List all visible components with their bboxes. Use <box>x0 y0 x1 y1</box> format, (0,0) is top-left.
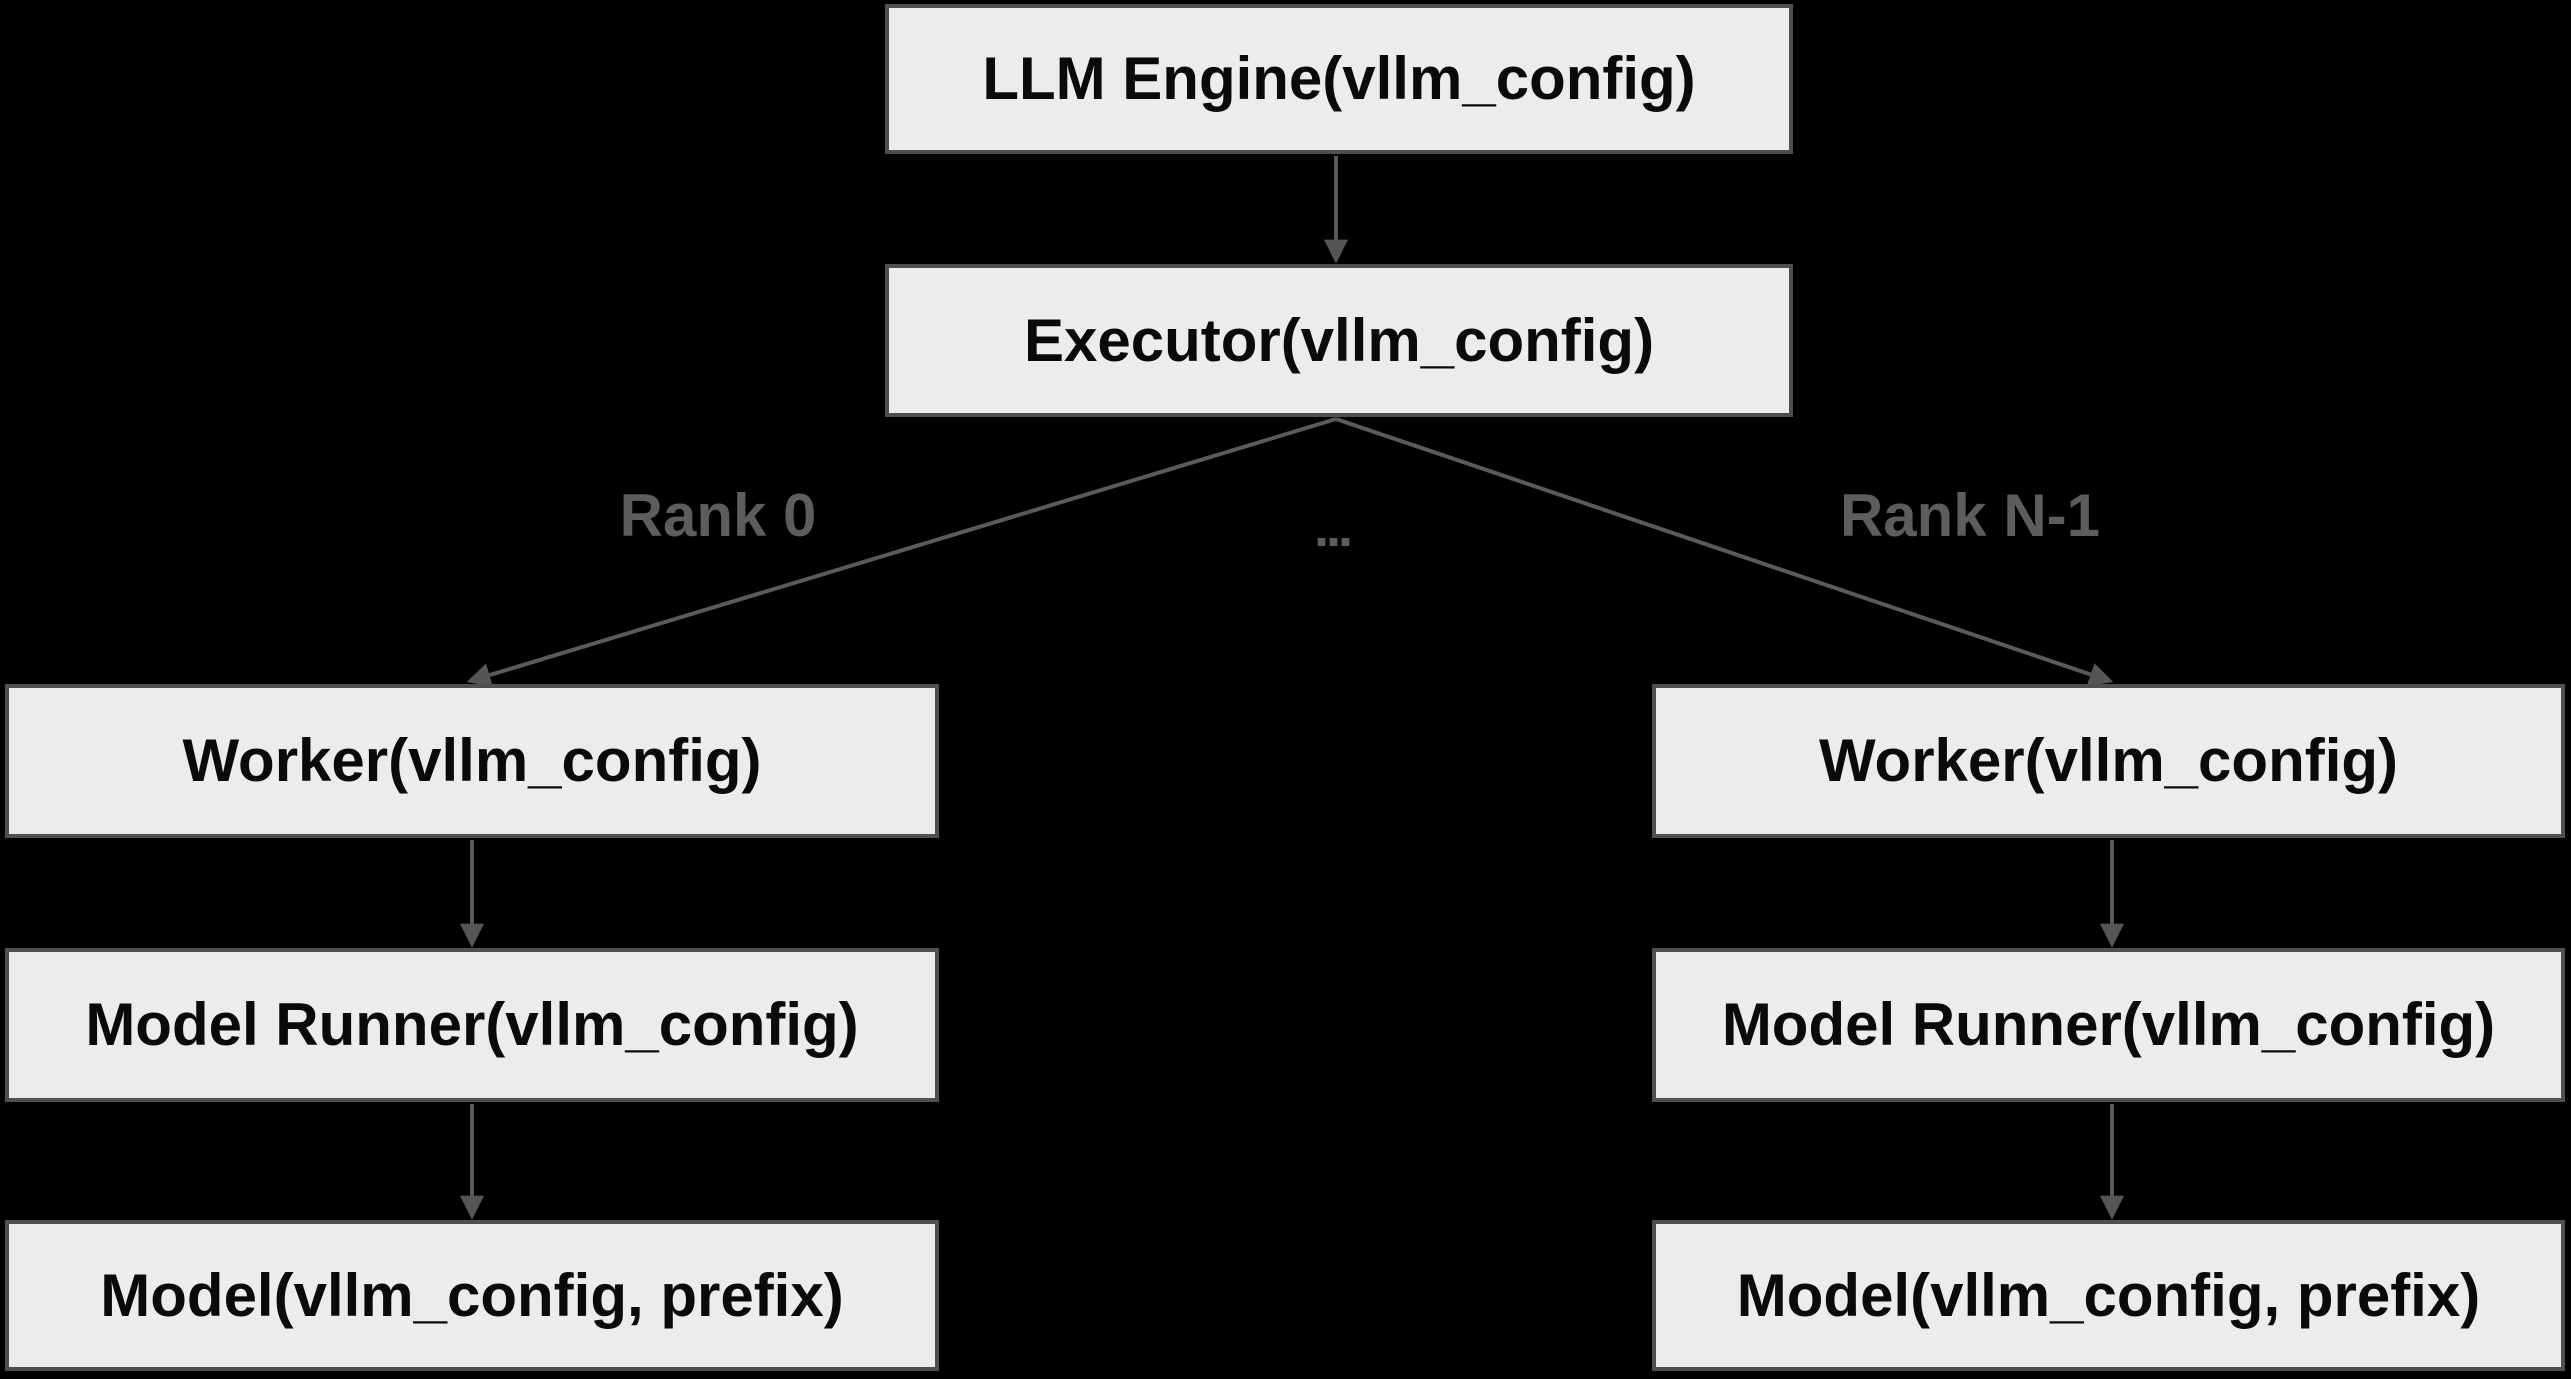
node-worker-right-label: Worker(vllm_config) <box>1819 727 2398 794</box>
node-worker-left-label: Worker(vllm_config) <box>182 727 762 794</box>
node-model-runner-left-label: Model Runner(vllm_config) <box>85 991 859 1058</box>
node-worker-left: Worker(vllm_config) <box>5 684 939 838</box>
edge-label-rank-0: Rank 0 <box>619 482 817 549</box>
node-model-runner-right: Model Runner(vllm_config) <box>1652 948 2565 1102</box>
node-executor: Executor(vllm_config) <box>885 264 1793 417</box>
edge-executor-to-worker-right <box>1335 417 2114 686</box>
node-llm-engine-label: LLM Engine(vllm_config) <box>982 45 1696 112</box>
node-model-runner-left: Model Runner(vllm_config) <box>5 948 939 1102</box>
node-model-right-label: Model(vllm_config, prefix) <box>1736 1261 2481 1329</box>
node-worker-right: Worker(vllm_config) <box>1652 684 2565 838</box>
node-llm-engine: LLM Engine(vllm_config) <box>885 4 1793 154</box>
node-model-runner-right-label: Model Runner(vllm_config) <box>1721 991 2496 1058</box>
node-model-right: Model(vllm_config, prefix) <box>1652 1220 2565 1371</box>
node-model-left: Model(vllm_config, prefix) <box>5 1220 939 1371</box>
edge-executor-to-worker-left <box>466 417 1337 687</box>
node-executor-label: Executor(vllm_config) <box>1023 306 1655 374</box>
node-model-left-label: Model(vllm_config, prefix) <box>100 1261 844 1329</box>
edge-label-ellipsis: ... <box>1313 498 1353 558</box>
edge-label-rank-n-1: Rank N-1 <box>1839 482 2101 549</box>
